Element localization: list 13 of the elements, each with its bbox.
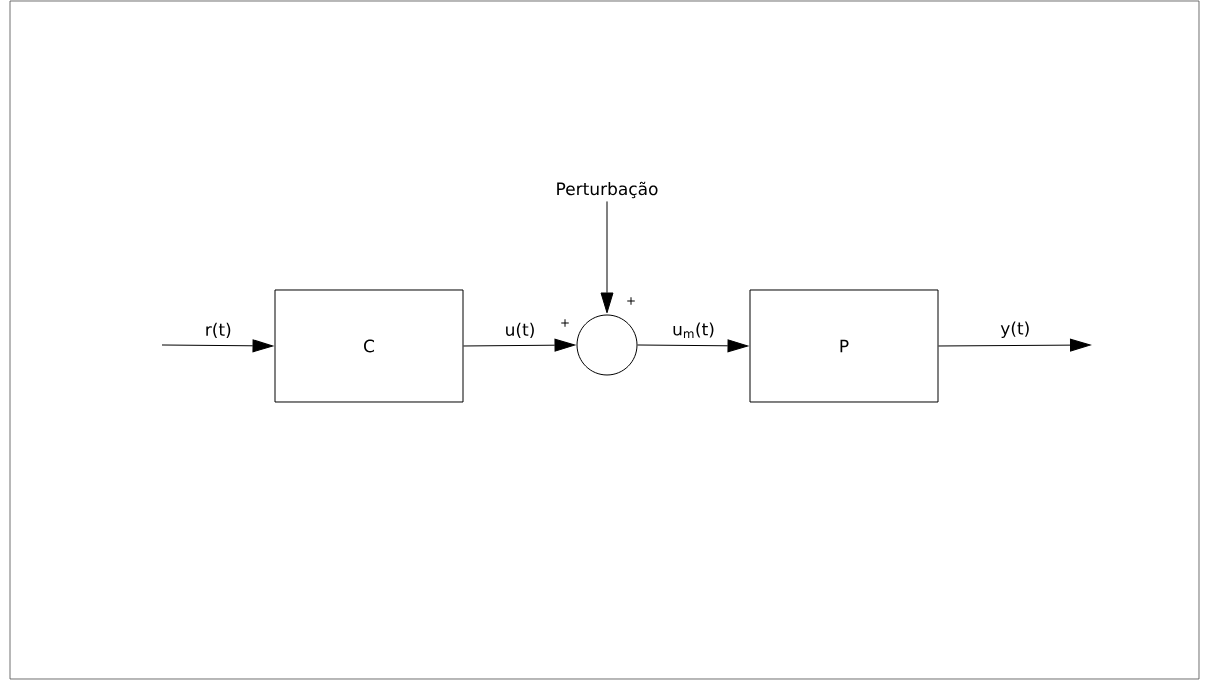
arrow [463,338,576,352]
edge-label: r(t) [206,322,231,338]
block-box: C [274,289,464,403]
arrow [938,338,1091,352]
arrow [600,200,614,314]
edge-label: u(t) [506,322,534,338]
summing-junction [576,314,638,376]
arrow [637,339,749,353]
edge-label: y(t) [1000,321,1029,338]
arrow [161,339,274,353]
input-label: Perturbação [557,181,658,199]
block-box: P [749,289,939,403]
edge-label: u$_{m}$(t) [673,322,714,338]
